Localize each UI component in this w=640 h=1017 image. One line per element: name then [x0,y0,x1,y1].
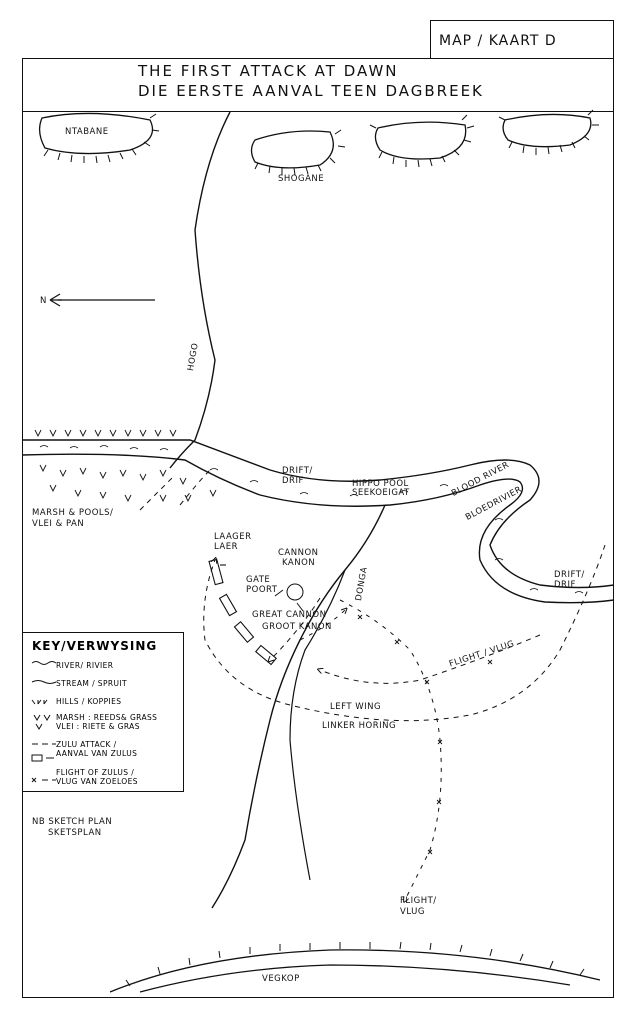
label-laager: LAAGER [214,532,252,542]
map-badge: MAP / KAART D [430,20,614,59]
label-seekoeigat: SEEKOEIGAT [352,488,410,498]
label-poort: POORT [246,585,278,595]
hill-vegkop [109,949,601,993]
hill-shogane [250,130,334,169]
key-flight-1: FLIGHT OF ZULUS / [56,768,135,777]
hill-center [374,121,467,160]
label-groot-kanon: GROOT KANON [262,622,332,632]
stream-hogo [169,111,231,469]
label-vlug-2: VLUG [400,907,425,917]
vegkop-hatches [125,941,585,987]
flight-x-marks [357,614,493,855]
north-arrow [49,293,155,307]
label-drift-1: DRIFT/ [282,466,313,476]
label-flight-2: FLIGHT/ [400,896,437,906]
label-ntabane: NTABANE [65,127,109,137]
title-box [22,58,614,112]
note-sketch-plan: NB SKETCH PLAN [32,817,113,827]
key-hills: HILLS / KOPPIES [56,697,122,706]
label-great-cannon: GREAT CANNON [252,610,327,620]
note-sketsplan: SKETSPLAN [48,828,102,838]
key-stream: STREAM / SPRUIT [56,679,127,688]
label-linker-horing: LINKER HORING [322,721,397,731]
label-north: N [40,296,47,306]
hill-ntabane [38,112,154,155]
title-afrikaans: DIE EERSTE AANVAL TEEN DAGBREEK [138,82,484,100]
label-vegkop: VEGKOP [262,974,300,984]
zulu-attack-paths [139,469,606,722]
stream-donga [211,504,386,909]
label-shogane: SHOGANE [278,174,325,184]
key-title: KEY/VERWYSING [32,639,158,653]
label-drif-1: DRIF [282,476,304,486]
river-bank-north [22,439,615,589]
title-english: THE FIRST ATTACK AT DAWN [138,62,399,80]
label-drift-2: DRIFT/ [554,570,585,580]
label-cannon: CANNON [278,548,319,558]
cannon-position [274,583,304,612]
zulu-flight-paths [299,599,442,900]
key-marsh-1: MARSH : REEDS& GRASS [56,713,158,722]
marsh-symbols [34,429,217,503]
label-drif-2: DRIF [554,580,576,590]
hill-hatches [43,109,599,176]
label-laer: LAER [214,542,239,552]
label-hippo-pool: HIPPO POOL [352,479,409,489]
label-marsh: MARSH & POOLS/ [32,508,114,518]
label-vlei: VLEI & PAN [32,519,85,529]
map-key: KEY/VERWYSING RIVER/ RIVIER STREAM / SPR… [22,632,184,792]
label-gate: GATE [246,575,271,585]
key-river: RIVER/ RIVIER [56,661,114,670]
river-bank-south [21,453,615,604]
hill-right [502,113,592,148]
river-ripples [39,445,584,594]
key-marsh-2: VLEI : RIETE & GRAS [56,722,140,731]
key-symbols [31,661,57,783]
label-kanon: KANON [282,558,316,568]
map-frame [22,58,614,998]
key-flight-2: VLUG VAN ZOELOES [56,777,138,786]
label-left-wing: LEFT WING [330,702,382,712]
key-zulu-1: ZULU ATTACK / [56,740,117,749]
key-zulu-2: AANVAL VAN ZULUS [56,749,138,758]
